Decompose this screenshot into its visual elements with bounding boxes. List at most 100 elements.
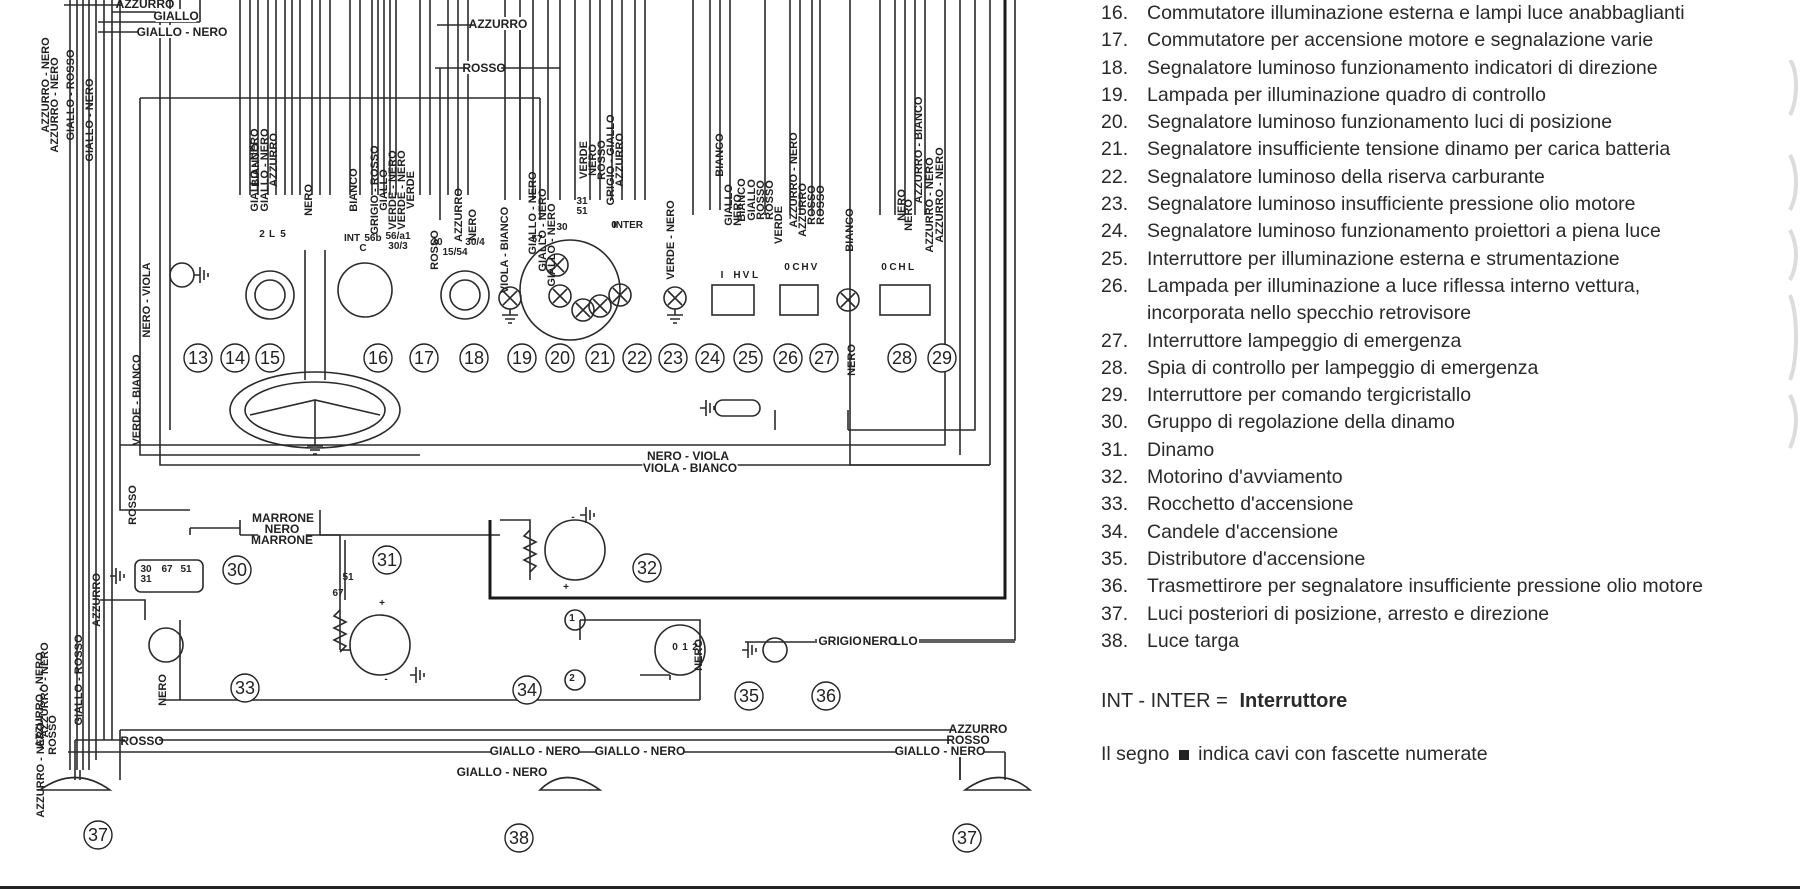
legend-number: 31. bbox=[1101, 438, 1129, 461]
callout-number: 15 bbox=[260, 348, 280, 368]
note-text-after: indica cavi con fascette numerate bbox=[1198, 743, 1488, 765]
ground-icon bbox=[307, 440, 323, 455]
callout-number: 14 bbox=[225, 348, 245, 368]
lamp-21-icon bbox=[571, 298, 595, 322]
legend-item: 29.Interruttore per comando tergicristal… bbox=[1101, 382, 1741, 409]
terminal-label: 30 bbox=[140, 564, 152, 575]
legend-item: 23.Segnalatore luminoso insufficiente pr… bbox=[1101, 191, 1741, 218]
legend-item: 20.Segnalatore luminoso funzionamento lu… bbox=[1101, 109, 1741, 136]
wire-label-bg bbox=[457, 765, 547, 778]
wire-label-vertical: AZZURRO - NERO bbox=[924, 157, 936, 253]
oil-pressure-sender-36-icon bbox=[762, 637, 788, 663]
wire-label: ROSSO bbox=[946, 733, 989, 747]
wire-label-vertical: NERO bbox=[303, 184, 315, 216]
terminal-label: 57 bbox=[531, 234, 543, 245]
thick-battery-wire bbox=[488, 0, 1007, 600]
callout-number: 38 bbox=[509, 828, 529, 848]
terminal-label: L bbox=[908, 262, 914, 273]
lamp-cross bbox=[552, 288, 568, 304]
wire-label: GIALLO - NERO bbox=[137, 25, 228, 39]
legend-description: Segnalatore luminoso funzionamento indic… bbox=[1147, 56, 1658, 79]
legend-item: 17.Commutatore per accensione motore e s… bbox=[1101, 27, 1741, 54]
legend-number: 33. bbox=[1101, 493, 1129, 516]
wire-label-vertical: AZZURRO - NERO bbox=[39, 642, 51, 738]
legend-item: 19.Lampada per illuminazione quadro di c… bbox=[1101, 82, 1741, 109]
lamp-cross bbox=[840, 292, 856, 308]
terminal-label: V bbox=[811, 262, 818, 273]
spark-plug-34-icon bbox=[564, 609, 586, 631]
ground-icon bbox=[700, 400, 715, 416]
callout-circle bbox=[409, 343, 439, 373]
wire-label-bg bbox=[125, 734, 159, 747]
callout-circle bbox=[504, 823, 534, 853]
legend-number: 26. bbox=[1101, 274, 1129, 297]
callout-circle bbox=[658, 343, 688, 373]
wire-label-bg bbox=[137, 25, 227, 38]
legend-item: 22.Segnalatore luminoso della riserva ca… bbox=[1101, 164, 1741, 191]
terminal-label: 67 bbox=[161, 564, 173, 575]
terminal-label: 30 bbox=[431, 237, 443, 248]
wire-label-bg bbox=[258, 533, 306, 546]
wire-label-vertical: VERDE - NERO bbox=[396, 150, 408, 230]
starter-motor-32-icon bbox=[544, 519, 606, 581]
plate-light-icon bbox=[538, 776, 603, 791]
lamp-19-icon bbox=[545, 253, 569, 277]
callout-circle bbox=[230, 673, 260, 703]
wire bbox=[650, 619, 701, 700]
legend-description: Segnalatore insufficiente tensione dinam… bbox=[1147, 138, 1671, 161]
legend-item: 32.Motorino d'avviamento bbox=[1101, 464, 1741, 491]
terminal-label: H bbox=[733, 270, 740, 281]
wire-label-vertical: ROSSO bbox=[815, 185, 827, 225]
legend-item: 36.Trasmettirore per segnalatore insuffi… bbox=[1101, 573, 1741, 600]
ground-icon bbox=[742, 642, 757, 658]
wire-label-vertical: ROSSO bbox=[127, 485, 139, 525]
terminal-label: L bbox=[752, 270, 758, 281]
wire-label: VIOLA - BIANCO bbox=[643, 461, 737, 475]
wire-label-vertical: AZZURRO - NERO bbox=[40, 37, 52, 133]
legend-description: Trasmettirore per segnalatore insufficie… bbox=[1147, 575, 1704, 598]
terminal-label: 1 bbox=[569, 613, 575, 624]
callout-circle bbox=[734, 681, 764, 711]
legend-number: 27. bbox=[1101, 329, 1129, 352]
legend-number: 38. bbox=[1101, 629, 1129, 652]
terminal-label: 31 bbox=[576, 196, 588, 207]
legend-description: Motorino d'avviamento bbox=[1147, 466, 1343, 489]
callout-number: 36 bbox=[816, 686, 836, 706]
wire-label-vertical: VERDE - NERO bbox=[387, 150, 399, 230]
wire-label-bg bbox=[951, 733, 985, 746]
terminal-label: L bbox=[269, 229, 275, 240]
legend-number: 18. bbox=[1101, 56, 1129, 79]
callout-circle bbox=[507, 343, 537, 373]
wire-label-vertical: NERO bbox=[693, 639, 705, 671]
indicator-stalk-inner bbox=[254, 279, 286, 311]
wire-label-vertical: GIALLO - NERO bbox=[259, 128, 271, 212]
wire-label-vertical: VIOLA - BIANCO bbox=[499, 206, 511, 293]
page-edge-decoration bbox=[1788, 60, 1798, 449]
wire-label-vertical: ROSSO bbox=[806, 185, 818, 225]
wire-label: GIALLO bbox=[153, 9, 198, 23]
wire-label-vertical: BIANCO bbox=[844, 208, 856, 252]
wire-label-bg bbox=[895, 744, 985, 757]
wire-label-vertical: GRIGIO - ROSSO bbox=[369, 145, 381, 235]
instrument-cluster-icon bbox=[519, 239, 621, 341]
wire-label-bg bbox=[866, 634, 894, 647]
callout-circle bbox=[512, 675, 542, 705]
light-switch-icon bbox=[337, 262, 393, 318]
legend-number: 29. bbox=[1101, 384, 1129, 407]
legend-number: 30. bbox=[1101, 411, 1129, 434]
callout-number: 30 bbox=[227, 560, 247, 580]
wire-label: AZZURRO bbox=[949, 722, 1008, 736]
terminal-label: 31 bbox=[140, 574, 152, 585]
wire-label-vertical: GIALLO - NERO bbox=[84, 78, 96, 162]
wire-label-vertical: NERO bbox=[587, 144, 599, 176]
symbols-layer bbox=[37, 239, 1033, 791]
terminal-label: H bbox=[801, 262, 808, 273]
spark-plug-34b-icon bbox=[564, 669, 586, 691]
callout-number: 26 bbox=[778, 348, 798, 368]
wire-label-vertical: ROSSO bbox=[47, 715, 59, 755]
legend-item: 38.Luce targa bbox=[1101, 628, 1741, 655]
terminal-label: 2 bbox=[569, 673, 575, 684]
callout-circle bbox=[887, 343, 917, 373]
ground-icon bbox=[410, 667, 425, 683]
wire-label-bg bbox=[595, 744, 685, 757]
